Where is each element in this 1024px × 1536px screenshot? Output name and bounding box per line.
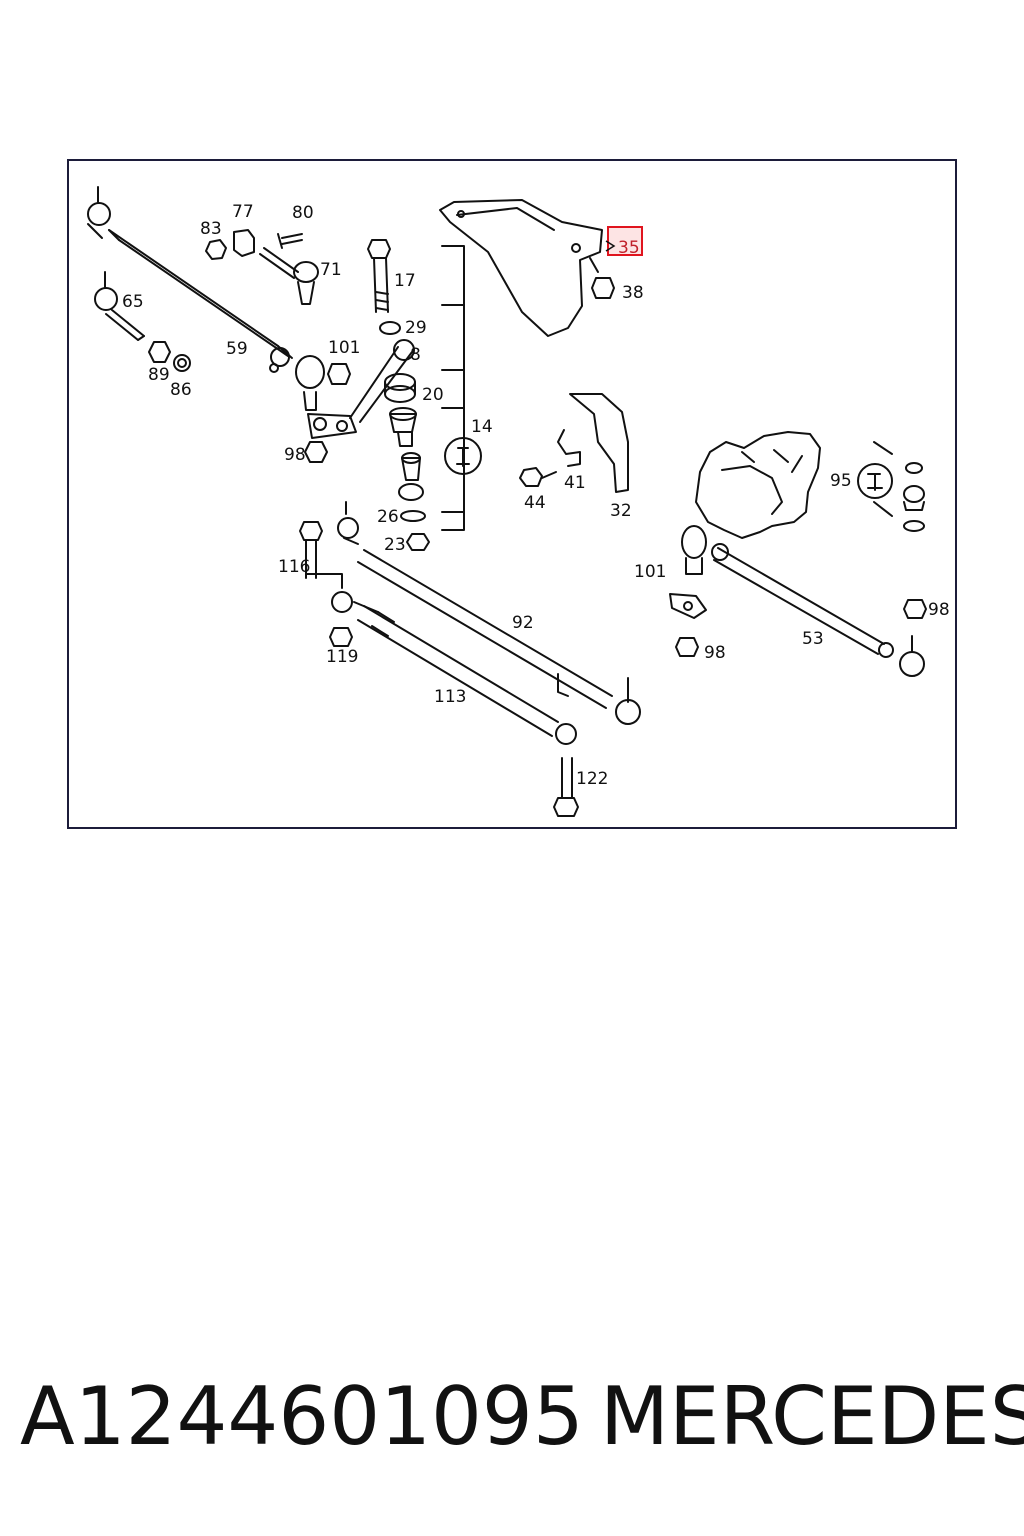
bolt-122 <box>553 757 579 817</box>
caption-bar: A1244601095 MERCEDES <box>0 1362 1024 1472</box>
label-14[interactable]: 14 <box>471 417 493 437</box>
label-65[interactable]: 65 <box>122 292 144 312</box>
parts-diagram-frame: 77 80 83 71 65 59 89 86 101 98 17 29 8 2… <box>67 159 957 829</box>
label-98-right[interactable]: 98 <box>928 600 950 620</box>
label-77[interactable]: 77 <box>232 202 254 222</box>
label-83[interactable]: 83 <box>200 219 222 239</box>
label-59[interactable]: 59 <box>226 339 248 359</box>
steering-gearbox <box>695 431 821 539</box>
label-17[interactable]: 17 <box>394 271 416 291</box>
steering-linkage-diagram: 77 80 83 71 65 59 89 86 101 98 17 29 8 2… <box>87 186 950 817</box>
tie-rod-53 <box>669 525 927 677</box>
bolt-116 <box>299 521 343 589</box>
label-71[interactable]: 71 <box>320 260 342 280</box>
nut-119 <box>329 627 353 647</box>
label-95[interactable]: 95 <box>830 471 852 491</box>
brand-text: MERCEDES <box>600 1370 1024 1463</box>
bracket-32 <box>569 393 629 493</box>
label-23[interactable]: 23 <box>384 535 406 555</box>
label-44[interactable]: 44 <box>524 493 546 513</box>
label-8[interactable]: 8 <box>410 345 421 365</box>
label-119[interactable]: 119 <box>326 647 358 667</box>
steering-damper-113 <box>331 591 577 745</box>
label-29[interactable]: 29 <box>405 318 427 338</box>
tie-rod-59 <box>87 186 293 373</box>
splash-shield-35 <box>439 199 603 337</box>
label-122[interactable]: 122 <box>576 769 608 789</box>
label-101-left[interactable]: 101 <box>328 338 360 358</box>
pitman-ball-joint <box>295 355 351 411</box>
idler-bolt-stack <box>367 239 482 551</box>
label-98-left[interactable]: 98 <box>284 445 306 465</box>
label-53[interactable]: 53 <box>802 629 824 649</box>
drag-link-92 <box>337 501 641 725</box>
label-38[interactable]: 38 <box>622 283 644 303</box>
nut-98-left <box>304 441 328 463</box>
part-number-text: A1244601095 <box>20 1370 584 1463</box>
label-26[interactable]: 26 <box>377 507 399 527</box>
screw-44 <box>519 467 557 487</box>
label-113[interactable]: 113 <box>434 687 466 707</box>
label-80[interactable]: 80 <box>292 203 314 223</box>
ball-joint-65 <box>94 271 191 372</box>
nut-38 <box>589 257 615 299</box>
label-89[interactable]: 89 <box>148 365 170 385</box>
label-98-mid[interactable]: 98 <box>704 643 726 663</box>
clamp-41 <box>557 429 581 467</box>
label-101-right[interactable]: 101 <box>634 562 666 582</box>
label-41[interactable]: 41 <box>564 473 586 493</box>
label-32[interactable]: 32 <box>610 501 632 521</box>
label-92[interactable]: 92 <box>512 613 534 633</box>
highlight-box-35 <box>607 226 643 256</box>
fasteners-upper <box>205 229 319 305</box>
label-35[interactable]: 35 <box>618 238 640 258</box>
label-86[interactable]: 86 <box>170 380 192 400</box>
label-20[interactable]: 20 <box>422 385 444 405</box>
bearing-95-group <box>857 441 925 532</box>
label-116[interactable]: 116 <box>278 557 310 577</box>
